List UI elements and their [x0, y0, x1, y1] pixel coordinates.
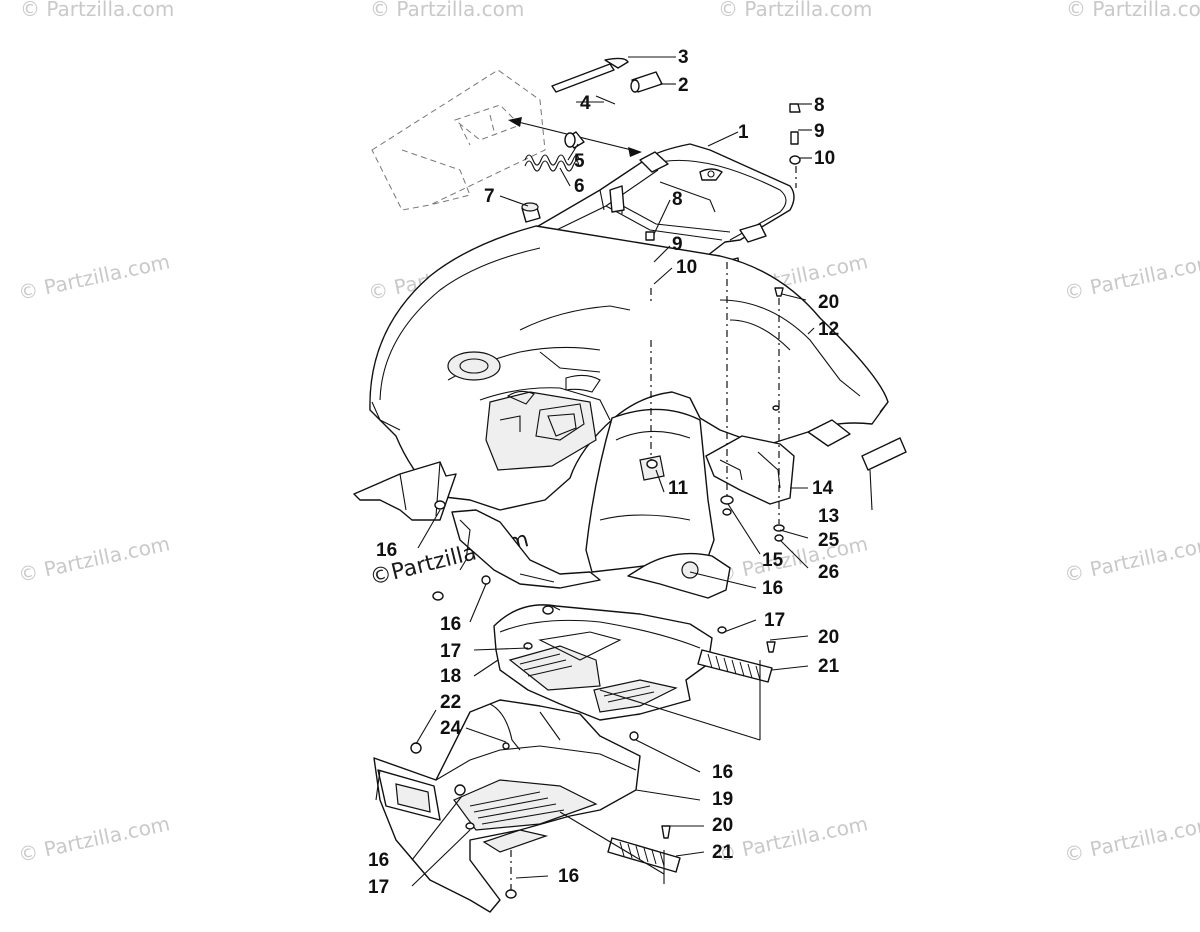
callout-20: 20 — [818, 292, 839, 313]
watermark: © Partzilla.com — [16, 811, 172, 867]
part-5-bushing — [564, 131, 585, 149]
callout-2: 2 — [678, 75, 689, 96]
callout-1: 1 — [738, 122, 749, 143]
callout-13: 13 — [818, 506, 839, 527]
callout-12: 12 — [818, 319, 839, 340]
callout-10: 10 — [676, 257, 697, 278]
callout-labels: 3 2 4 1 5 6 8 9 10 7 8 9 10 20 12 11 14 … — [368, 47, 840, 898]
fasteners — [410, 287, 785, 899]
callout-3: 3 — [678, 47, 689, 68]
part-18-footwell-front — [493, 604, 713, 721]
watermark: © Partzilla.com — [16, 249, 172, 305]
watermark: © Partzilla.com — [718, 0, 872, 21]
callout-25: 25 — [818, 530, 840, 551]
callout-16: 16 — [712, 762, 733, 783]
callout-8: 8 — [814, 95, 825, 116]
part-7-cap — [521, 202, 541, 223]
callout-17: 17 — [368, 877, 389, 898]
callout-11: 11 — [668, 478, 689, 499]
watermark: © Partzilla.com — [20, 0, 174, 21]
fender-left-flare — [353, 461, 457, 521]
part-3-handle — [551, 57, 629, 93]
watermark: © Partzilla.com — [370, 0, 524, 21]
part-21-footrest-lower — [607, 837, 681, 873]
callout-16: 16 — [368, 850, 389, 871]
watermark: © Partzilla.com — [714, 531, 870, 587]
watermark: © Partzilla.com — [1062, 249, 1200, 305]
callout-20: 20 — [818, 627, 839, 648]
callout-17: 17 — [440, 641, 461, 662]
callout-21: 21 — [818, 656, 840, 677]
callout-26: 26 — [818, 562, 839, 583]
watermark: © Partzilla.com — [16, 531, 172, 587]
callout-7: 7 — [484, 186, 495, 207]
frame-reference-ghost — [371, 69, 546, 211]
callout-16: 16 — [376, 540, 397, 561]
hardware-stack-right — [789, 103, 801, 165]
callout-6: 6 — [574, 176, 585, 197]
mudguard-right — [627, 552, 731, 599]
callout-19: 19 — [712, 789, 733, 810]
part-19-footwell-rear — [373, 699, 641, 913]
part-14-bracket — [705, 435, 795, 505]
callout-10: 10 — [814, 148, 835, 169]
callout-18: 18 — [440, 666, 461, 687]
mudguard-left — [451, 509, 601, 589]
callout-24: 24 — [440, 718, 462, 739]
watermark: © Partzilla.com — [1066, 0, 1200, 21]
callout-4: 4 — [580, 93, 591, 114]
callout-21: 21 — [712, 842, 734, 863]
part-13-decal — [861, 437, 907, 471]
callout-17: 17 — [764, 610, 785, 631]
callout-15: 15 — [762, 550, 784, 571]
part-4-pin — [595, 95, 616, 105]
watermark: © Partzilla.com — [714, 811, 870, 867]
callout-5: 5 — [574, 151, 585, 172]
callout-16: 16 — [762, 578, 783, 599]
reflector — [807, 419, 851, 447]
callout-22: 22 — [440, 692, 461, 713]
callout-20: 20 — [712, 815, 733, 836]
part-6-spring — [524, 154, 580, 172]
part-21-footrest-upper — [697, 649, 773, 683]
watermark: © Partzilla.com — [1062, 811, 1200, 867]
callout-14: 14 — [812, 478, 834, 499]
part-2-grip — [630, 71, 663, 93]
callout-8: 8 — [672, 189, 683, 210]
callout-9: 9 — [672, 234, 683, 255]
leader-lines — [411, 56, 873, 887]
assembly-lines — [510, 166, 797, 890]
watermark: © Partzilla.com — [1062, 531, 1200, 587]
callout-16: 16 — [440, 614, 461, 635]
callout-9: 9 — [814, 121, 825, 142]
callout-16: 16 — [558, 866, 579, 887]
